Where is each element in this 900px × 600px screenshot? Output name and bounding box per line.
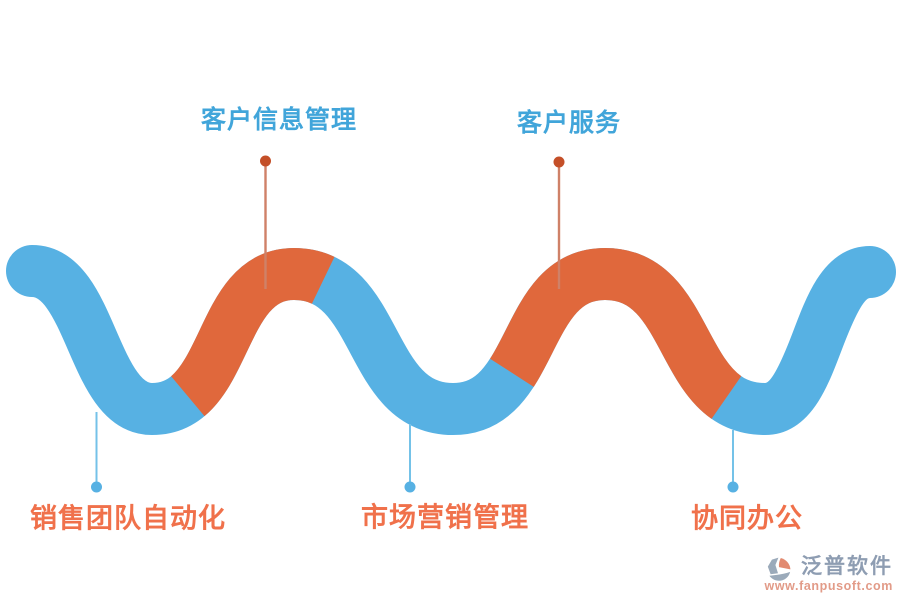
- connector-dot-4: [404, 481, 416, 493]
- connector-dot-2: [553, 156, 565, 168]
- wave-ribbon-blue: [6, 245, 896, 436]
- watermark-brand-text: 泛普软件: [801, 554, 893, 578]
- watermark: 泛普软件 www.fanpusoft.com: [765, 556, 894, 593]
- label-marketing-management: 市场营销管理: [361, 502, 529, 533]
- connector-dot-3: [91, 481, 102, 493]
- label-customer-service: 客户服务: [516, 109, 622, 137]
- wave-ribbon-orange-2: [489, 247, 743, 419]
- wave-ribbon-orange-1: [169, 247, 335, 417]
- connector-dot-5: [727, 481, 739, 493]
- fanpu-logo-icon: [767, 557, 790, 581]
- label-collaborative-office: 协同办公: [691, 503, 803, 534]
- label-sales-team-automation: 销售团队自动化: [30, 503, 226, 534]
- connector-dot-1: [260, 155, 271, 167]
- watermark-url-text: www.fanpusoft.com: [764, 578, 893, 593]
- label-customer-info-management: 客户信息管理: [200, 106, 358, 134]
